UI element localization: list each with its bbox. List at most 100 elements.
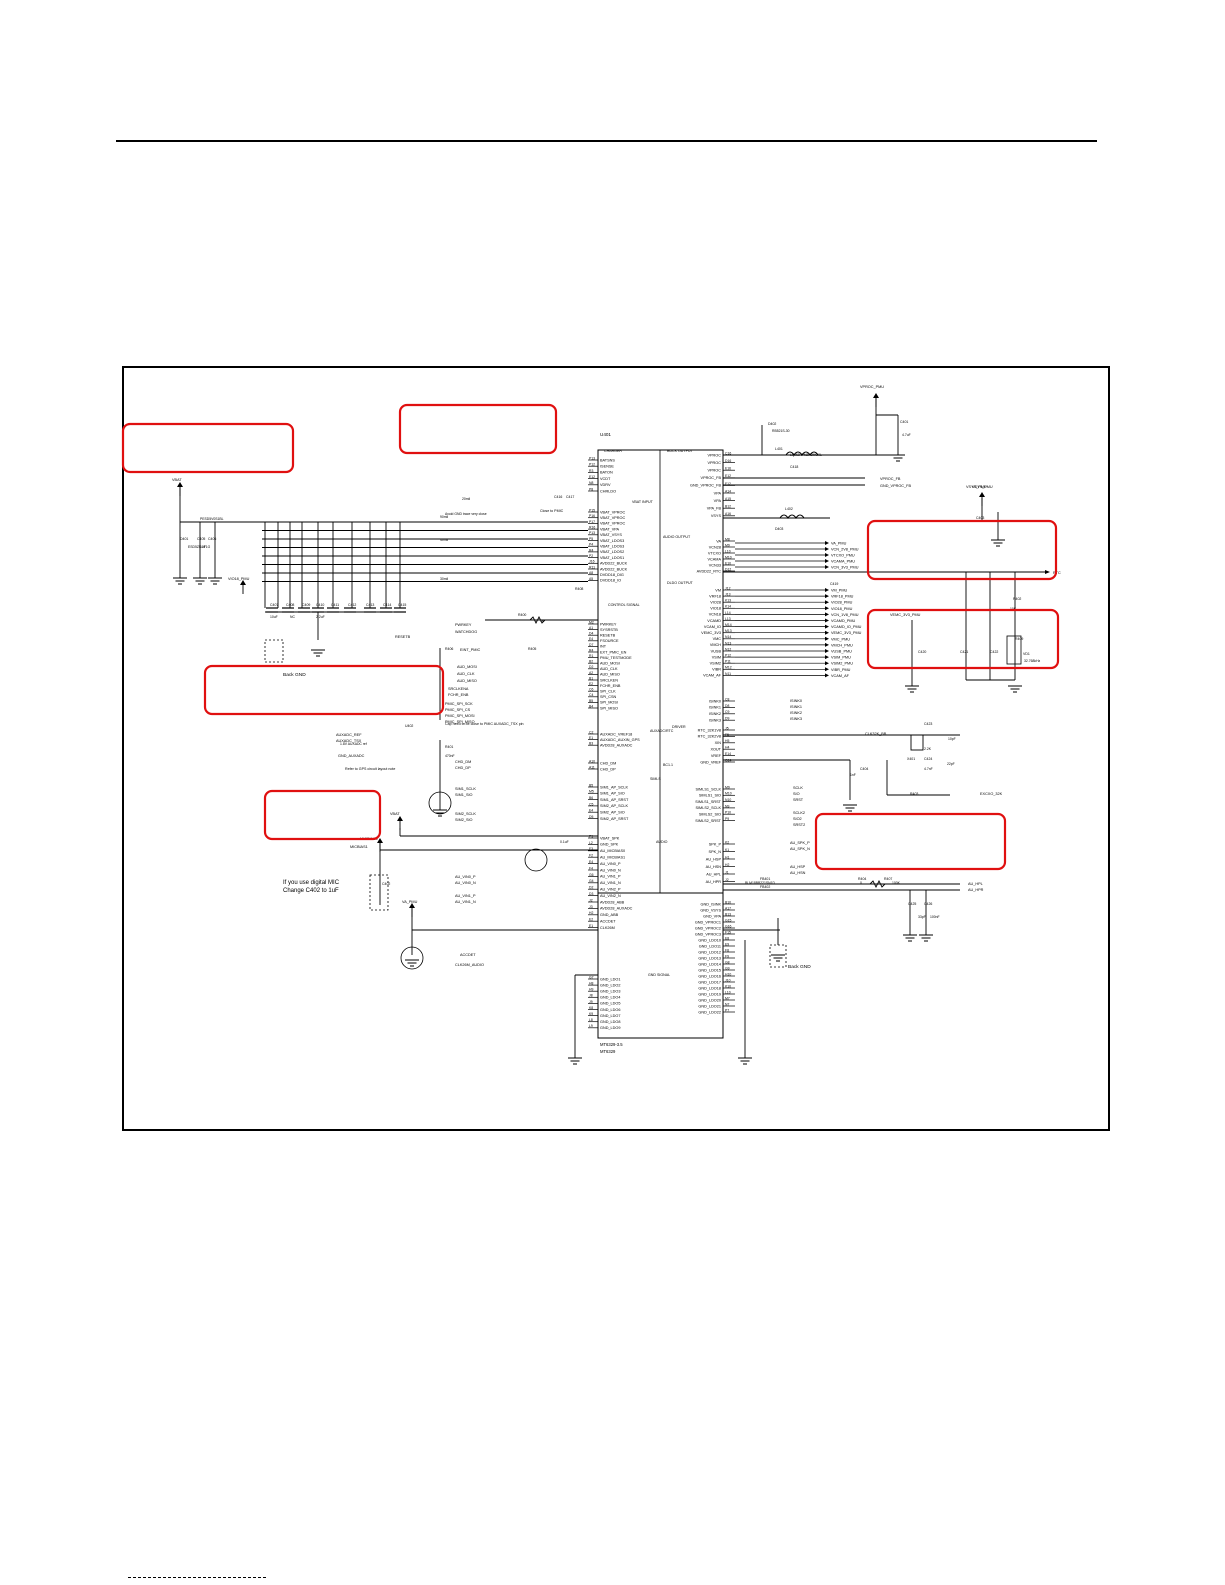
right-pin-name: ISINK0 (709, 699, 721, 703)
component-ref: L401 (775, 447, 783, 451)
callout-box (263, 789, 382, 841)
component-ref: C406 (208, 537, 216, 541)
left-pin-number: N8 (589, 481, 593, 485)
left-pin-number: R4 (589, 648, 593, 652)
chip-part: MT6329-3.5 (600, 1042, 623, 1047)
net-label: GND_VPROC_FB (880, 484, 911, 488)
right-pin-number: N12 (725, 647, 731, 651)
left-pin-number: F2 (589, 854, 593, 858)
right-pin-number: F15 (725, 930, 731, 934)
right-pin-name: GND_LDO17 (698, 980, 721, 984)
right-pin-name: SPK_P (709, 842, 722, 846)
left-pin-number: M5 (589, 790, 594, 794)
component-ref: C403 (976, 516, 984, 520)
left-pin-number: B1 (589, 676, 593, 680)
right-pin-name: GND_LDO14 (698, 962, 721, 966)
right-pin-number: M14 (725, 623, 732, 627)
component-ref: FB402 (760, 885, 770, 889)
left-pin-name: CHRLDO (600, 489, 616, 493)
right-pin-name: GND_LDO10 (698, 938, 721, 942)
component-ref: C419 (830, 582, 838, 586)
component-ref: FB401 (760, 877, 770, 881)
left-pin-number: P15 (589, 508, 595, 512)
left-pin-number: D2 (589, 886, 593, 890)
header-rule (116, 140, 1097, 142)
left-pin-name: SIM1_AP_SCLK (600, 785, 629, 789)
left-pin-name: PWRKEY (600, 622, 617, 626)
component-ref: C408 (286, 603, 294, 607)
right-pin-number: N9 (725, 804, 729, 808)
schematic-note: If you use digital MIC (283, 880, 340, 886)
ldo-net-label: VIO28_PMU (831, 601, 853, 605)
net-label: PMIC_SPI_MISO (445, 720, 475, 724)
left-pin-name: ACCDET (600, 920, 616, 924)
ground-circle (524, 848, 548, 872)
left-pin-name: DVDD18_DIG (600, 573, 624, 577)
component-value: 90mil (440, 515, 448, 519)
right-pin-number: M7 (725, 996, 730, 1000)
left-pin-name: EXT_PMIC_EN (600, 650, 627, 654)
net-label: ISINK1 (790, 705, 802, 709)
ldo-net-label: VEMC_3V3_PMU (831, 631, 862, 635)
net-label: CLK26M_AUDIO (455, 963, 484, 967)
right-pin-number: E12 (725, 474, 731, 478)
right-pin-number: A15 (725, 497, 731, 501)
left-pin-name: AUXADC_AUXIN_GPS (600, 738, 640, 742)
right-pin-number: N11 (725, 672, 731, 676)
component-ref: VD1 (1023, 652, 1030, 656)
right-pin-name: GND_VPROC1 (695, 920, 721, 924)
net-label: SIM2_SCLK (455, 812, 476, 816)
right-pin-name: SIMLS2_SIO (699, 813, 721, 817)
right-pin-name: XIN (715, 741, 722, 745)
component-value: 0.1uF (560, 840, 569, 844)
chip-body-lower (597, 892, 724, 1039)
right-pin-number: J10 (725, 978, 731, 982)
ldo-net-arrow (825, 655, 829, 660)
schematic-note: Change C402 to 1uF (283, 888, 339, 894)
chip-block-label: DRIVER (672, 725, 686, 729)
right-pin-name: VSIM (712, 655, 721, 659)
net-label: GND_AUXADC (338, 754, 365, 758)
right-pin-number: H5 (725, 739, 729, 743)
right-pin-name: VCAMA (707, 557, 721, 561)
right-pin-number: J2 (725, 878, 729, 882)
ldo-net-label: VM_PMU (831, 589, 848, 593)
left-pin-name: GND_ABB (600, 913, 619, 917)
net-label: ISINK3 (790, 717, 802, 721)
mic-cap-box (369, 874, 389, 911)
component-ref: R402 (1013, 597, 1021, 601)
left-pin-name: GND_LDO7 (600, 1014, 620, 1018)
component-ref: C411 (331, 603, 339, 607)
left-pin-number: A5 (589, 577, 593, 581)
right-pin-name: VIO28 (710, 601, 721, 605)
ldo-net-arrow (825, 600, 829, 605)
net-label: SCLK (793, 786, 803, 790)
net-label: CLK32K_BB (865, 732, 887, 736)
left-pin-number: G6 (589, 873, 594, 877)
component-value: 30mil (440, 577, 448, 581)
left-pin-name: VDRV (600, 483, 611, 487)
left-pin-name: AUD_MOSI (600, 662, 620, 666)
right-pin-name: ISINK1 (709, 706, 721, 710)
right-pin-number: E8 (725, 936, 729, 940)
chip-block-label: BC1.1 (663, 763, 673, 767)
left-pin-name: SPI_MOSI (600, 701, 618, 705)
component-ref: C413 (366, 603, 374, 607)
net-label: ISINK0 (790, 699, 802, 703)
right-pin-number: A16 (725, 512, 731, 516)
right-pin-name: VIBR (712, 668, 721, 672)
right-pin-number: M13 (725, 629, 732, 633)
component-ref: C415 (398, 603, 406, 607)
left-pin-number: D2 (589, 665, 593, 669)
left-pin-name: CLK26M (600, 926, 615, 930)
right-pin-number: J5 (725, 726, 729, 730)
schematic-note: 1.8V AUXADC ref (340, 742, 367, 746)
component-value: 2.2K (924, 747, 932, 751)
ldo-net-arrow (825, 588, 829, 592)
left-pin-number: A2 (589, 671, 593, 675)
right-pin-name: AVDD22_RTC (697, 569, 722, 573)
right-pin-name: VPA_FB (707, 507, 722, 511)
right-pin-name: VCN18 (709, 613, 721, 617)
net-label: MICBIAS1 (350, 845, 368, 849)
ldo-net-label: VUSB_PMU (831, 650, 852, 654)
